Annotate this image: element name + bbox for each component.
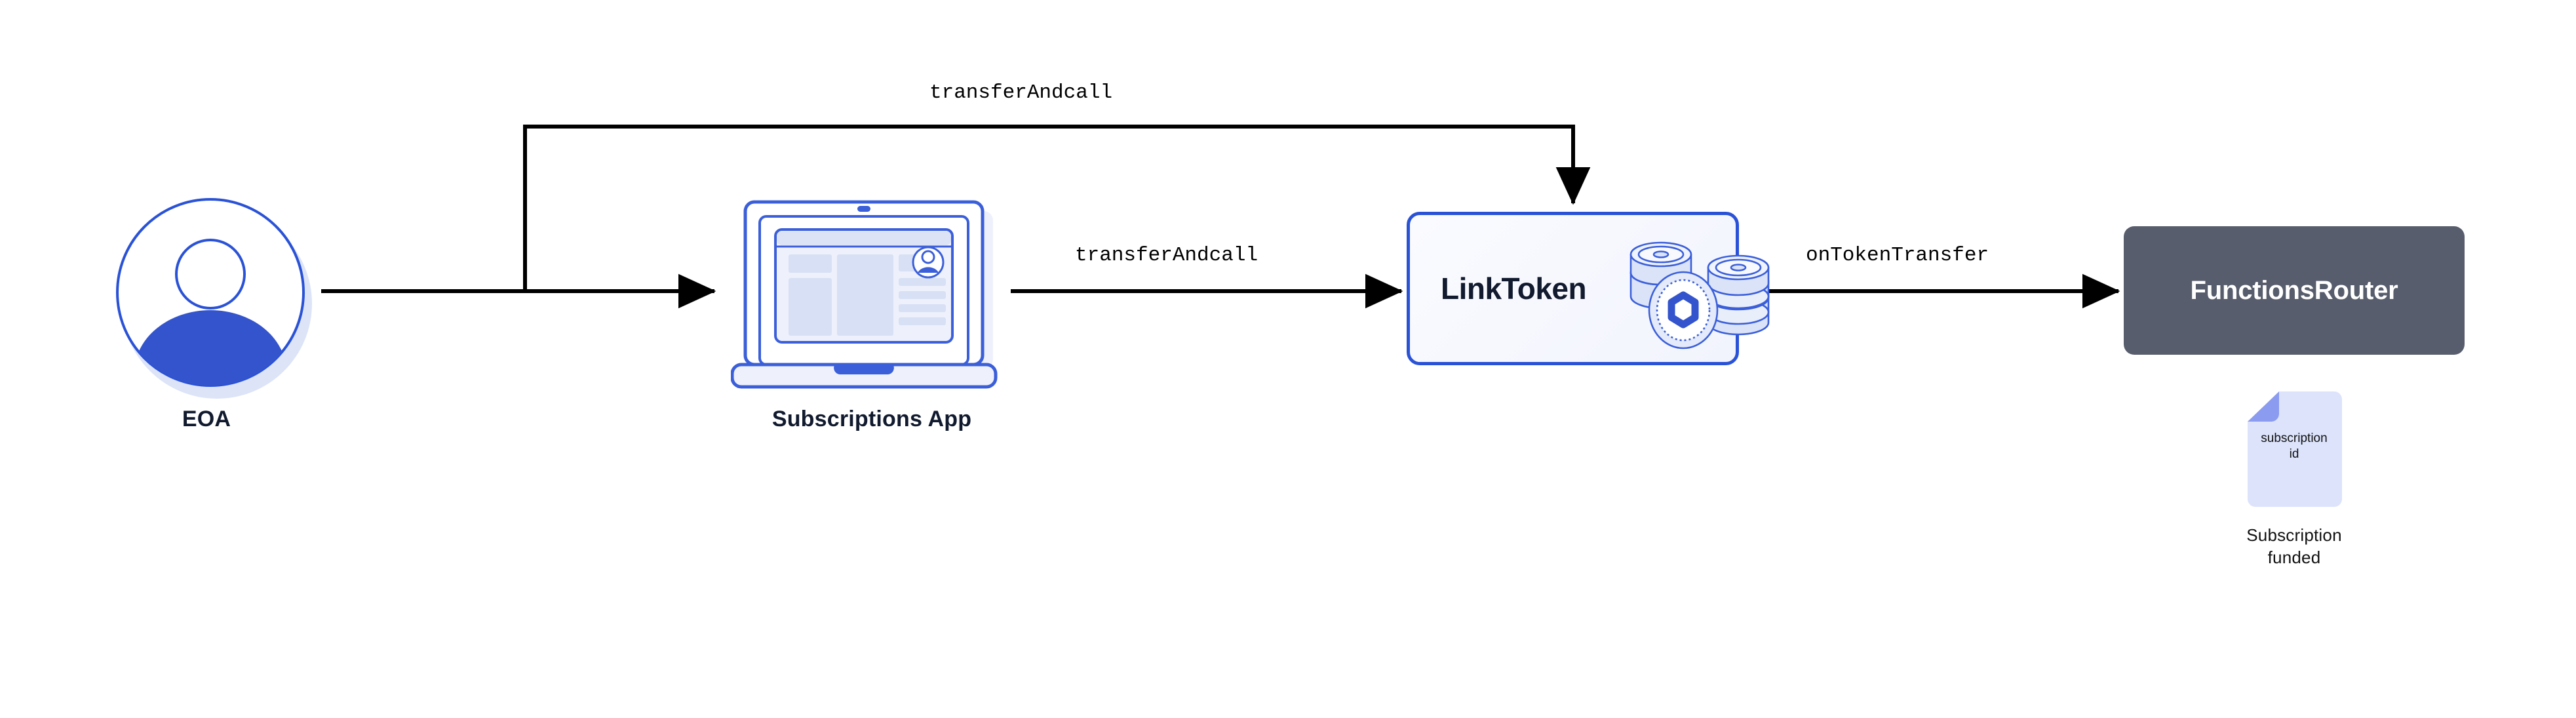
node-label-subscription-funded: Subscription funded <box>2183 525 2406 569</box>
node-subscriptions-app[interactable]: Subscriptions App <box>714 190 1029 466</box>
edge-label-transfer-and-call-middle: transferAndcall <box>1075 244 1259 267</box>
avatar <box>105 190 312 399</box>
edge-label-on-token-transfer: onTokenTransfer <box>1806 244 1989 267</box>
user-avatar-icon <box>116 198 305 387</box>
doc-line-2: id <box>2289 447 2299 461</box>
link-coins-icon <box>1630 241 1770 349</box>
subscription-doc: subscription id <box>2245 390 2343 508</box>
node-link-token[interactable]: LinkToken <box>1407 212 1770 365</box>
node-eoa[interactable]: EOA <box>98 190 315 466</box>
node-label-link-token: LinkToken <box>1441 271 1587 306</box>
caption-line-2: funded <box>2267 547 2321 567</box>
node-label-functions-router: FunctionsRouter <box>2190 275 2398 305</box>
caption-line-1: Subscription <box>2246 525 2342 545</box>
laptop-icon <box>731 200 998 389</box>
functions-router-box <box>2124 226 2465 355</box>
document-icon <box>2248 391 2342 507</box>
node-label-eoa: EOA <box>182 407 231 431</box>
node-label-subscriptions-app: Subscriptions App <box>771 407 972 431</box>
edge-label-transfer-and-call-top: transferAndcall <box>929 81 1113 104</box>
doc-line-1: subscription <box>2261 431 2328 445</box>
subscription-doc-text: subscription id <box>2245 431 2343 462</box>
node-functions-router[interactable]: FunctionsRouter <box>2124 226 2465 355</box>
node-subscription-funded[interactable]: subscription id Subscription funded <box>2183 390 2406 652</box>
